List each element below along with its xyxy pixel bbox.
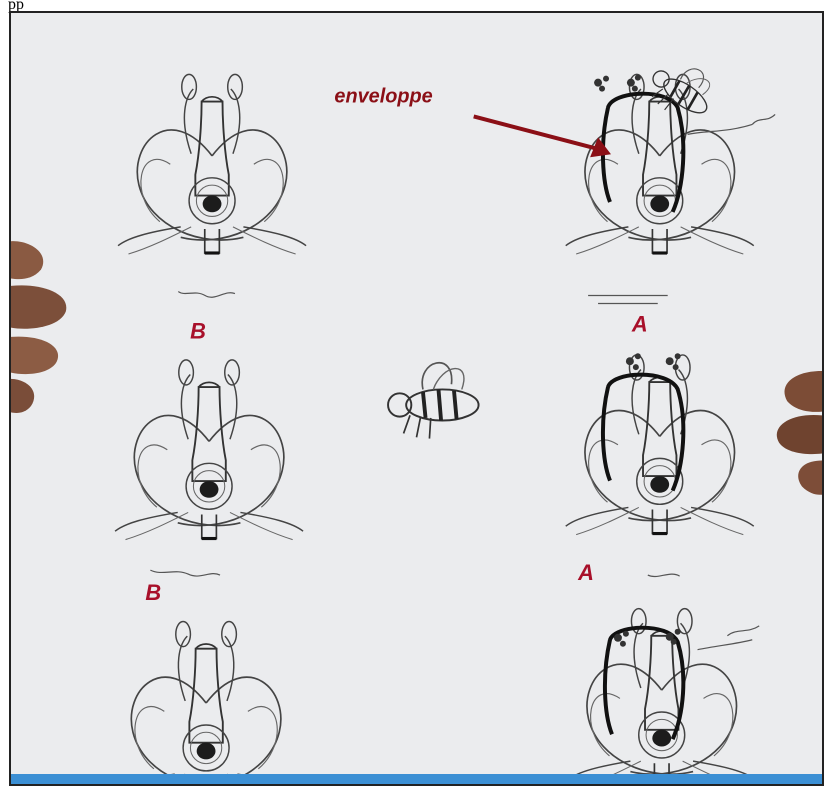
photo-frame: enveloppe B A B A	[9, 11, 824, 786]
flower-diagram	[566, 355, 754, 535]
drawing-sheet: enveloppe B A B A	[11, 13, 822, 784]
bottom-bar	[11, 774, 822, 784]
column-label-b: B	[190, 318, 206, 343]
column-label-a: A	[631, 311, 648, 336]
annotation-arrow	[474, 116, 603, 150]
right-hand	[777, 371, 822, 495]
bee-icon	[388, 363, 479, 439]
pollen-cluster	[594, 75, 681, 647]
flower-diagram	[115, 360, 303, 540]
annotation-label: enveloppe	[334, 86, 432, 108]
flower-diagram	[112, 622, 300, 784]
flower-diagram	[118, 74, 306, 254]
column-label-b: B	[145, 580, 161, 605]
column-label-a: A	[577, 560, 594, 585]
left-hand	[11, 241, 66, 413]
